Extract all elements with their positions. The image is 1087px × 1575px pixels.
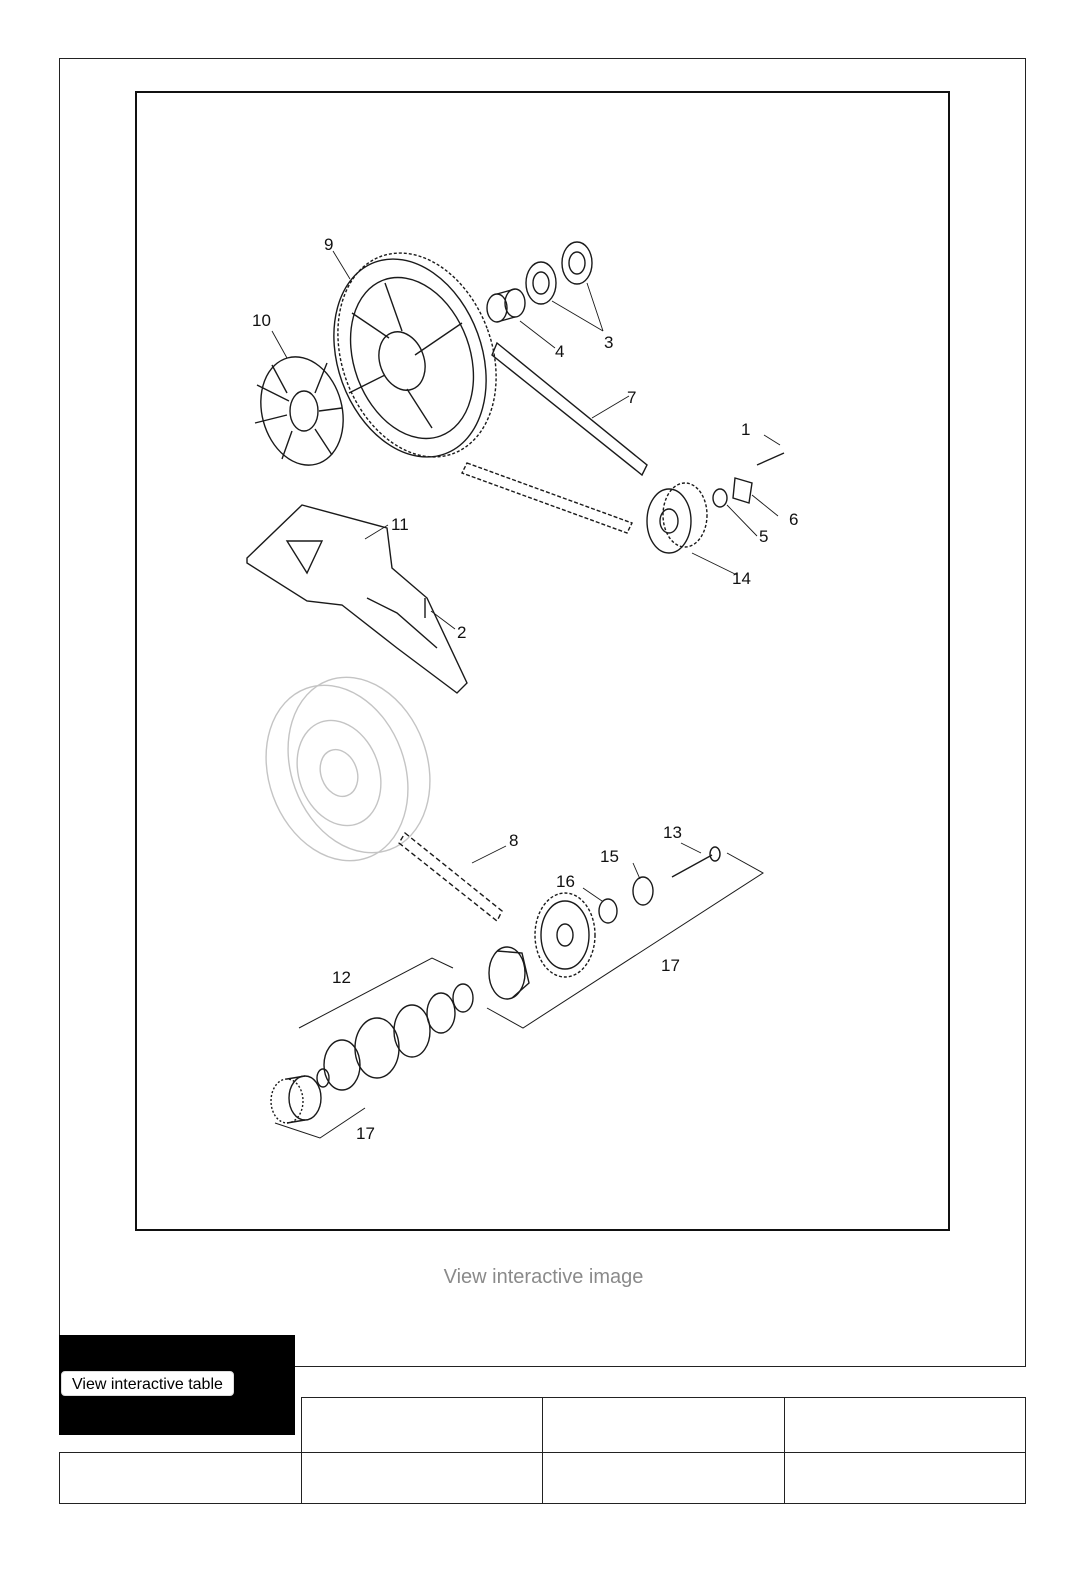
table-row <box>60 1397 1026 1453</box>
table-cell <box>783 1397 1026 1453</box>
callout-label: 6 <box>789 510 798 529</box>
drive-belt-part <box>461 341 648 534</box>
exploded-parts-diagram: 1 2 3 4 5 6 7 8 9 10 11 12 13 14 15 16 1… <box>246 235 798 1143</box>
table-cell <box>542 1397 785 1453</box>
page-frame <box>59 58 1026 1367</box>
callout-label: 4 <box>555 342 564 361</box>
group-bracket-17-lower <box>274 1107 366 1139</box>
callout-label: 9 <box>324 235 333 254</box>
callout-label: 17 <box>661 956 680 975</box>
table-cell <box>59 1452 302 1504</box>
callout-label: 2 <box>457 623 466 642</box>
clutch-sprocket-part <box>534 892 596 978</box>
callout-label: 12 <box>332 968 351 987</box>
view-interactive-table-button[interactable]: View interactive table <box>61 1371 234 1396</box>
rear-sprocket-part <box>333 252 497 458</box>
hub-15-part <box>632 876 654 906</box>
bearing-parts <box>525 241 593 305</box>
rear-wheel-ghost <box>265 676 431 862</box>
clutch-basket-part <box>270 1075 322 1124</box>
damper-part <box>254 356 344 466</box>
callout-label: 13 <box>663 823 682 842</box>
parts-table <box>59 1397 1026 1504</box>
group-bracket-17 <box>486 852 764 1029</box>
belt-guard-part <box>246 504 468 694</box>
table-row <box>59 1452 1026 1504</box>
callout-label: 17 <box>356 1124 375 1143</box>
table-cell <box>300 1452 543 1504</box>
view-interactive-image-link[interactable]: View interactive image <box>443 1266 644 1288</box>
table-cell <box>300 1397 543 1453</box>
clutch-hub-part <box>488 946 530 1000</box>
group-bracket-12 <box>298 957 454 1029</box>
friction-plate-stack <box>316 983 474 1091</box>
callout-label: 11 <box>391 515 409 534</box>
washer-16-part <box>598 898 618 924</box>
callout-label: 8 <box>509 831 518 850</box>
bolt-13-part <box>671 854 713 878</box>
drive-chain-part <box>398 831 503 923</box>
bolt-part <box>756 452 785 466</box>
callout-label: 10 <box>252 311 271 330</box>
nut-part <box>712 488 728 508</box>
callout-label: 15 <box>600 847 619 866</box>
table-cell <box>542 1452 785 1504</box>
spacer-part <box>486 288 526 323</box>
callout-label: 16 <box>556 872 575 891</box>
parts-diagram-frame[interactable]: 1 2 3 4 5 6 7 8 9 10 11 12 13 14 15 16 1… <box>135 91 950 1231</box>
callout-label: 1 <box>741 420 750 439</box>
callout-label: 14 <box>732 569 751 588</box>
callout-label: 3 <box>604 333 613 352</box>
front-pulley-part <box>646 482 708 554</box>
callout-label: 7 <box>627 388 636 407</box>
table-cell <box>783 1452 1026 1504</box>
callout-label: 5 <box>759 527 768 546</box>
lock-plate-part <box>732 477 753 504</box>
